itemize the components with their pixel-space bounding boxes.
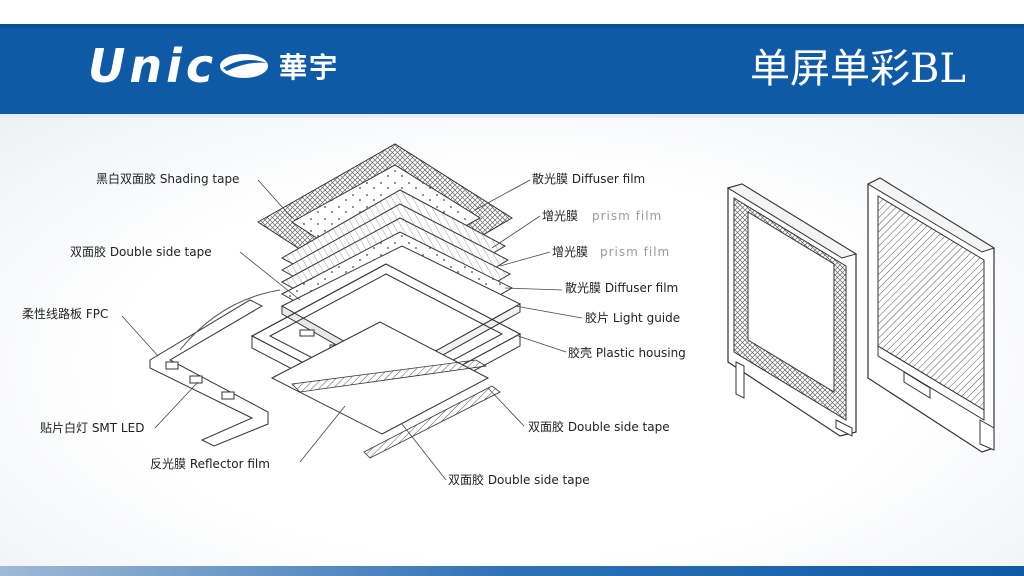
label-diffuser-bottom: 散光膜 Diffuser film xyxy=(565,280,678,295)
led-icon xyxy=(221,391,235,400)
page-title: 单屏单彩BL xyxy=(750,46,966,92)
label-prism1-cn: 增光膜 xyxy=(542,209,578,223)
logo-cn-text: 華宇 xyxy=(279,51,340,84)
led-icon xyxy=(165,361,179,370)
header-divider xyxy=(0,114,1024,118)
fpc-layer xyxy=(149,289,281,447)
label-prism2-cn: 增光膜 xyxy=(552,245,588,259)
label-plastic-housing: 胶壳 Plastic housing xyxy=(568,345,686,360)
label-diffuser-top: 散光膜 Diffuser film xyxy=(532,171,645,186)
assembled-front-view xyxy=(726,183,858,437)
assembled-back-view xyxy=(866,177,996,453)
label-shading-tape: 黑白双面胶 Shading tape xyxy=(96,171,239,186)
bottom-layers xyxy=(270,321,501,459)
leader-lines xyxy=(121,179,583,481)
led-icon xyxy=(189,375,203,384)
logo-text: Unic xyxy=(88,39,218,93)
unico-logo: Unic 華宇 xyxy=(88,39,340,93)
insert-arrow xyxy=(179,289,281,351)
label-prism2-en: prism film xyxy=(600,245,670,259)
label-prism1-en: prism film xyxy=(592,209,662,223)
label-fpc: 柔性线路板 FPC xyxy=(22,306,108,321)
label-light-guide: 胶片 Light guide xyxy=(585,310,680,325)
footer-bar xyxy=(0,566,1024,576)
label-double-side-tape-bottom: 双面胶 Double side tape xyxy=(448,472,590,487)
label-double-side-tape-top: 双面胶 Double side tape xyxy=(70,244,212,259)
label-reflector: 反光膜 Reflector film xyxy=(150,457,270,471)
header-top-line xyxy=(0,24,1024,28)
label-smt-led: 贴片白灯 SMT LED xyxy=(40,420,144,435)
logo-swoosh-icon xyxy=(220,54,269,78)
label-double-side-tape-right: 双面胶 Double side tape xyxy=(528,419,670,434)
header-bar xyxy=(0,28,1024,114)
